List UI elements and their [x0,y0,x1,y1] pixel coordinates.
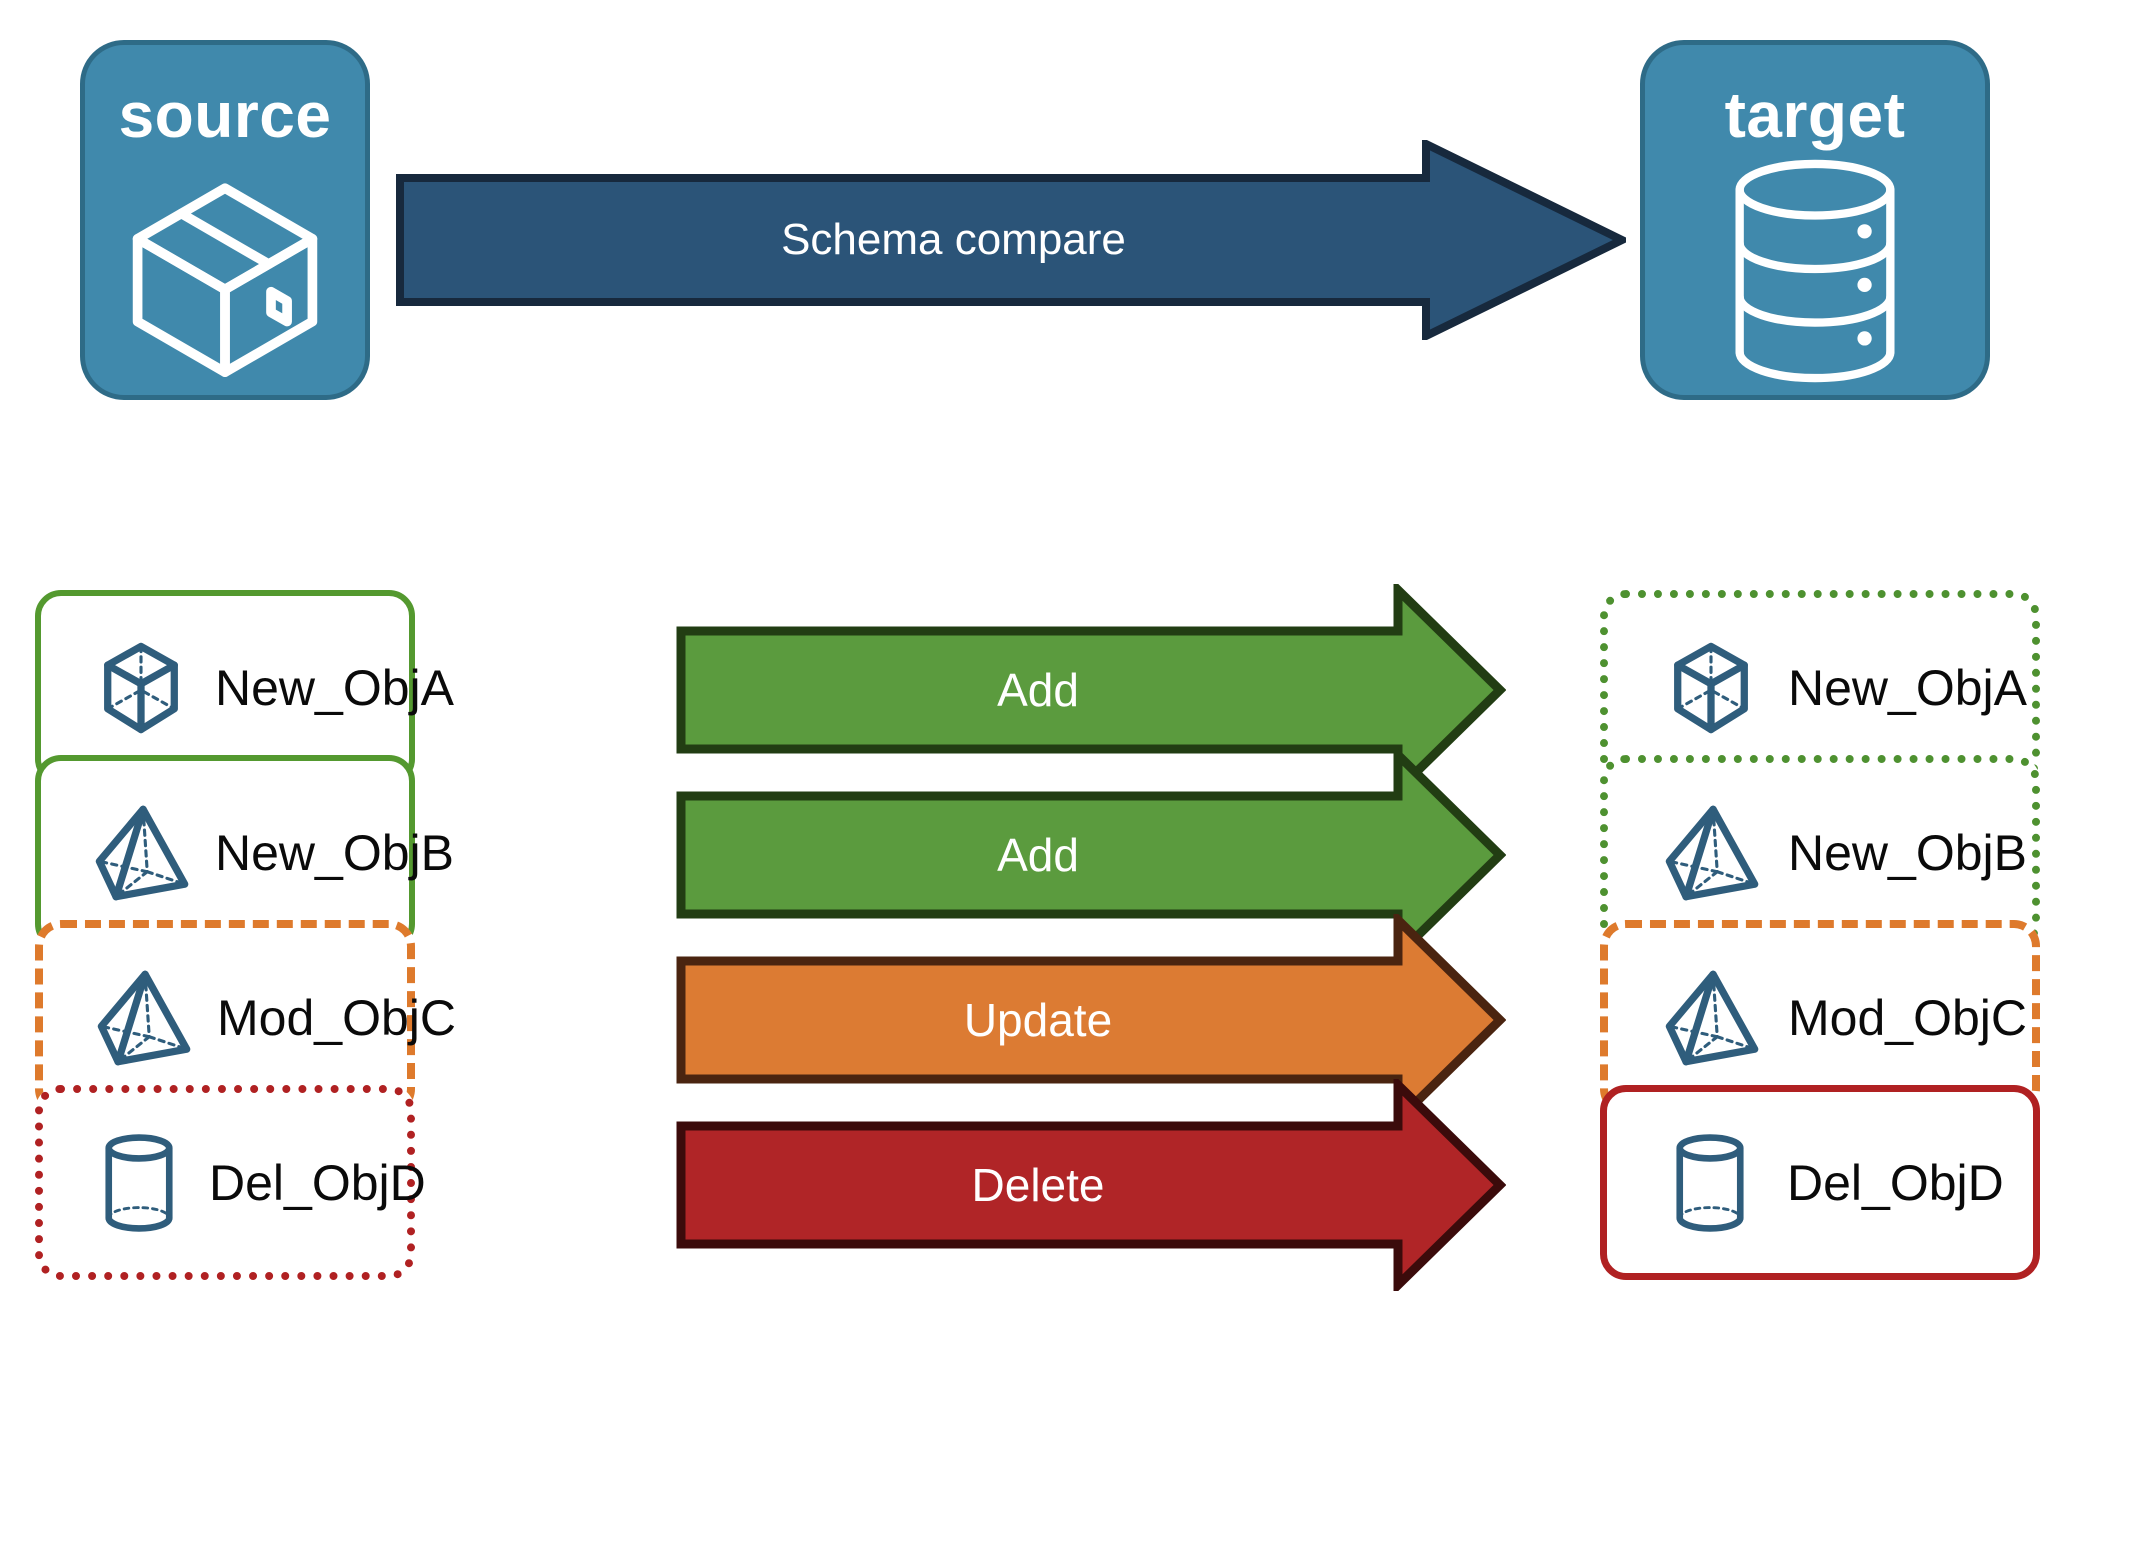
target-object-label: Mod_ObjC [1788,989,2027,1046]
source-object-label: New_ObjA [215,659,454,716]
package-box-icon [85,147,365,395]
target-object-card[interactable]: Mod_ObjC [1600,920,2040,1115]
target-object-label: New_ObjB [1788,824,2027,881]
target-label: target [1724,79,1906,151]
diff-row: Del_ObjD Delete Del_ObjD [0,1074,2150,1296]
schema-compare-arrow: Schema compare [396,137,1632,343]
diff-row: Mod_ObjC Update [0,909,2150,1131]
database-cylinder-icon [1645,147,1985,395]
wireframe-pyramid-icon [91,966,195,1070]
source-object-card[interactable]: New_ObjB [35,755,454,950]
target-object-label: Del_ObjD [1787,1154,2004,1211]
target-object-card[interactable]: New_ObjA [1600,590,2040,785]
wireframe-cube-icon [1656,636,1766,740]
target-object-card[interactable]: Del_ObjD [1600,1085,2040,1280]
target-endpoint-card: target [1640,40,1990,400]
action-arrow: Delete [676,1074,1507,1296]
source-object-label: Mod_ObjC [217,989,456,1046]
wireframe-cube-icon [89,636,193,740]
source-object-card[interactable]: Mod_ObjC [35,920,456,1115]
source-object-label: Del_ObjD [209,1154,426,1211]
source-object-card[interactable]: New_ObjA [35,590,454,785]
source-endpoint-card: source [80,40,370,400]
diff-row: New_ObjA Add [0,579,2150,801]
wireframe-pyramid-icon [1656,801,1766,905]
source-label: source [118,79,332,151]
wireframe-pyramid-icon [89,801,193,905]
source-object-label: New_ObjB [215,824,454,881]
wireframe-cylinder-icon [91,1131,187,1235]
source-object-card[interactable]: Del_ObjD [35,1085,426,1280]
target-object-card[interactable]: New_ObjB [1600,755,2040,950]
target-object-label: New_ObjA [1788,659,2027,716]
diff-row: New_ObjB Add [0,744,2150,966]
wireframe-pyramid-icon [1656,966,1766,1070]
wireframe-cylinder-icon [1655,1131,1765,1235]
